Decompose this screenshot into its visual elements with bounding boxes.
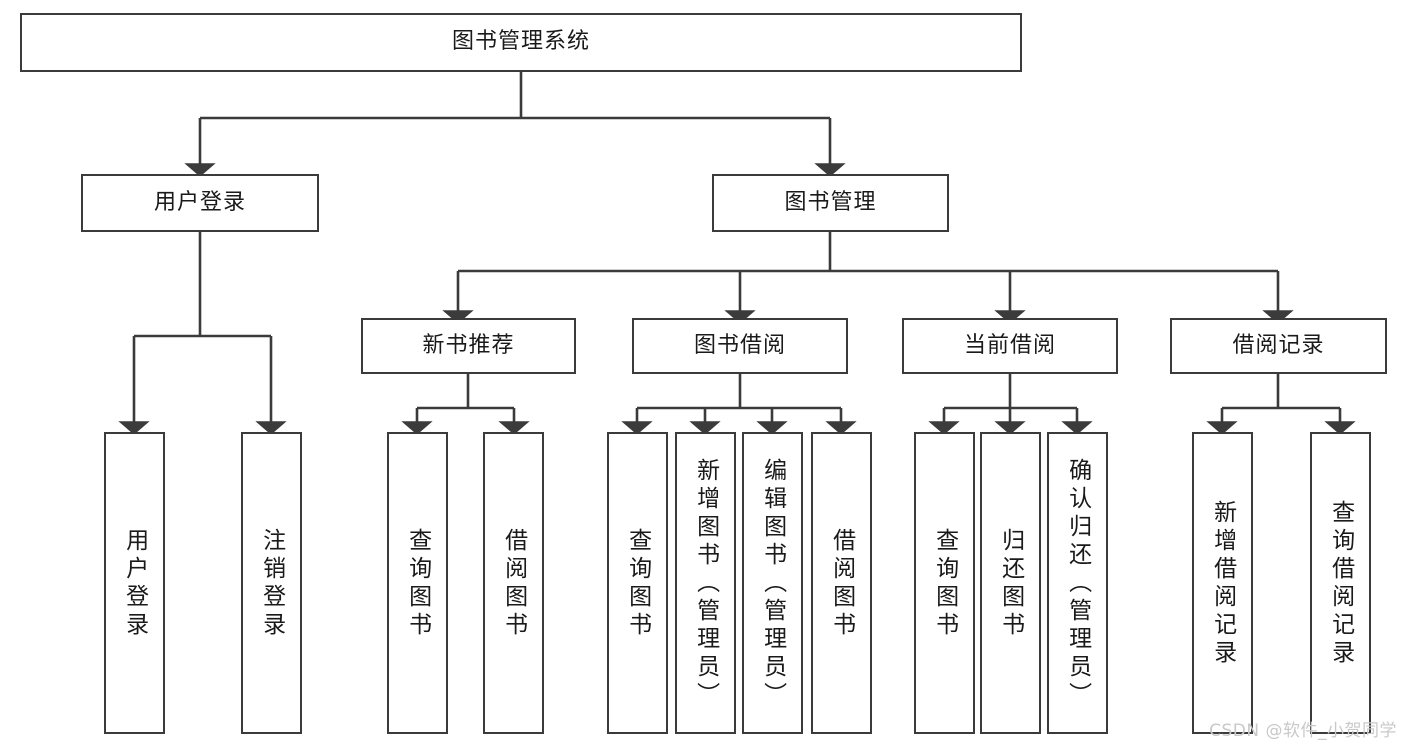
node-leaf-query-book-3[interactable]: 查询图书 xyxy=(914,432,975,734)
node-book-borrow-label: 图书借阅 xyxy=(693,332,786,358)
node-borrow-record-label: 借阅记录 xyxy=(1232,332,1325,358)
node-leaf-add-record-label: 新增借阅记录 xyxy=(1209,500,1236,668)
node-user-login[interactable]: 用户登录 xyxy=(81,174,319,232)
node-leaf-edit-book-label: 编辑图书（管理员） xyxy=(759,458,786,710)
node-leaf-return-book-label: 归还图书 xyxy=(997,528,1024,640)
node-book-management[interactable]: 图书管理 xyxy=(712,174,949,232)
node-leaf-confirm-return[interactable]: 确认归还（管理员） xyxy=(1047,432,1108,734)
node-leaf-query-book-2-label: 查询图书 xyxy=(624,528,651,640)
csdn-watermark: CSDN @软件_小贺同学 xyxy=(1209,721,1397,741)
node-leaf-add-book[interactable]: 新增图书（管理员） xyxy=(675,432,736,734)
node-leaf-query-book-1-label: 查询图书 xyxy=(404,528,431,640)
node-leaf-query-book-2[interactable]: 查询图书 xyxy=(607,432,668,734)
node-current-borrow[interactable]: 当前借阅 xyxy=(902,318,1118,374)
node-leaf-user-login[interactable]: 用户登录 xyxy=(104,432,165,734)
node-leaf-borrow-book-2[interactable]: 借阅图书 xyxy=(811,432,872,734)
node-root[interactable]: 图书管理系统 xyxy=(20,13,1022,72)
node-leaf-borrow-book-1-label: 借阅图书 xyxy=(500,528,527,640)
node-leaf-query-book-3-label: 查询图书 xyxy=(931,528,958,640)
node-leaf-add-book-label: 新增图书（管理员） xyxy=(692,458,719,710)
node-new-book-recommend[interactable]: 新书推荐 xyxy=(361,318,576,374)
node-book-management-label: 图书管理 xyxy=(784,189,877,215)
node-leaf-confirm-return-label: 确认归还（管理员） xyxy=(1064,458,1091,710)
node-root-label: 图书管理系统 xyxy=(451,29,590,55)
node-current-borrow-label: 当前借阅 xyxy=(963,332,1056,358)
node-leaf-logout[interactable]: 注销登录 xyxy=(241,432,302,734)
node-leaf-borrow-book-2-label: 借阅图书 xyxy=(828,528,855,640)
node-leaf-user-login-label: 用户登录 xyxy=(121,528,148,640)
node-leaf-query-record[interactable]: 查询借阅记录 xyxy=(1310,432,1371,734)
node-borrow-record[interactable]: 借阅记录 xyxy=(1170,318,1387,374)
node-book-borrow[interactable]: 图书借阅 xyxy=(632,318,848,374)
node-leaf-borrow-book-1[interactable]: 借阅图书 xyxy=(483,432,544,734)
node-leaf-logout-label: 注销登录 xyxy=(258,528,285,640)
node-user-login-label: 用户登录 xyxy=(153,189,246,215)
node-leaf-query-record-label: 查询借阅记录 xyxy=(1327,500,1354,668)
node-leaf-return-book[interactable]: 归还图书 xyxy=(980,432,1041,734)
node-leaf-edit-book[interactable]: 编辑图书（管理员） xyxy=(742,432,803,734)
node-new-book-recommend-label: 新书推荐 xyxy=(422,332,515,358)
node-leaf-query-book-1[interactable]: 查询图书 xyxy=(387,432,448,734)
node-leaf-add-record[interactable]: 新增借阅记录 xyxy=(1192,432,1253,734)
